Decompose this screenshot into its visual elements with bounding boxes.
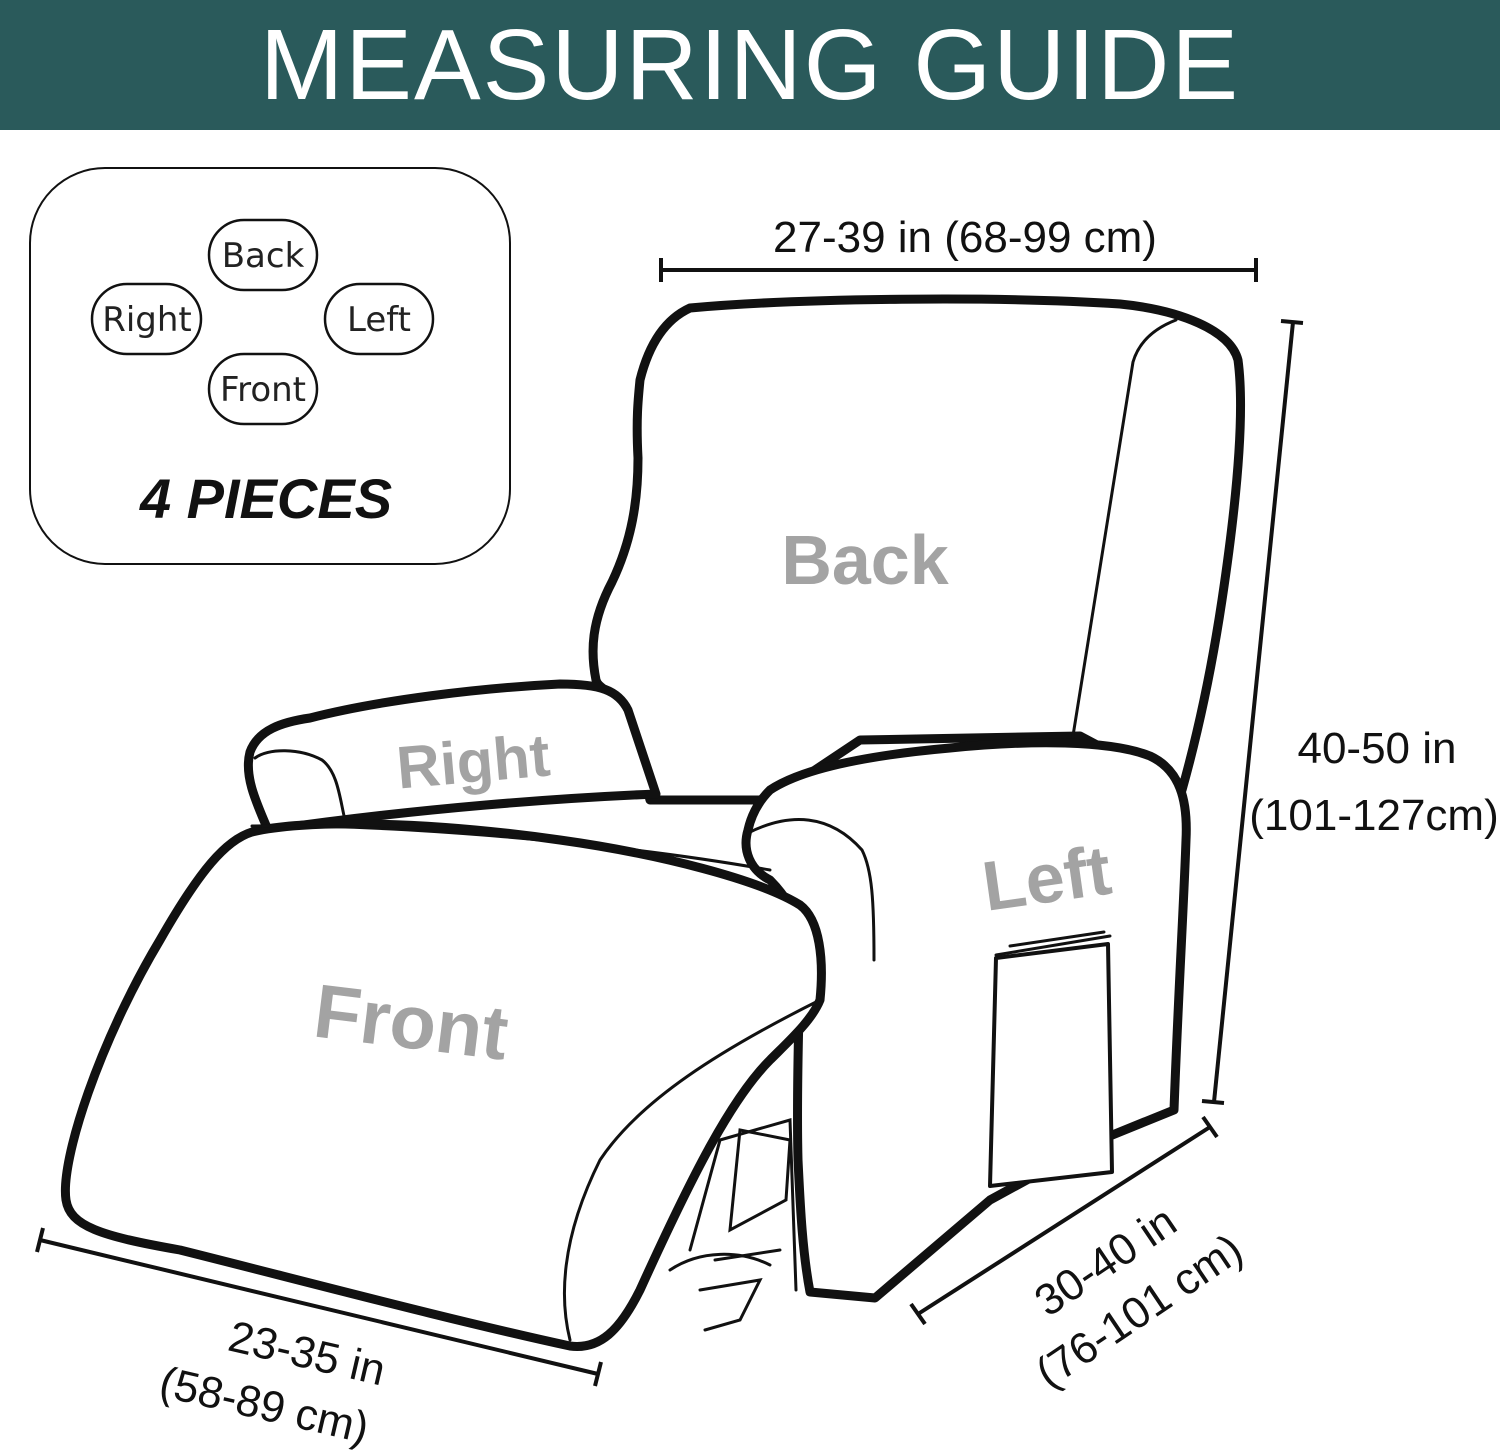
width-dimension-label: 27-39 in (68-99 cm) xyxy=(773,213,1157,262)
back-part-label: Back xyxy=(781,521,948,599)
front-footrest-piece xyxy=(60,819,826,1351)
legend-label-left: Left xyxy=(347,300,411,340)
back-piece xyxy=(588,294,1246,805)
left-part-label: Left xyxy=(978,831,1116,926)
footrest-mechanism xyxy=(668,1118,798,1332)
legend-label-right: Right xyxy=(102,300,192,340)
right-armrest-inner-seam xyxy=(253,749,347,822)
legend-label-back: Back xyxy=(222,236,305,276)
height-dimension-label-cm: (101-127cm) xyxy=(1249,791,1498,840)
title-banner: MEASURING GUIDE xyxy=(0,0,1500,130)
legend-box: Back Right Left Front 4 PIECES xyxy=(29,167,511,565)
left-armrest-seam xyxy=(746,818,876,962)
legend-pill-back xyxy=(207,218,319,292)
width-dimension: 27-39 in (68-99 cm) xyxy=(659,213,1258,282)
side-pocket xyxy=(988,930,1114,1188)
right-armrest-piece xyxy=(243,679,661,835)
right-part-label: Right xyxy=(394,722,553,802)
height-dimension: 40-50 in (101-127cm) xyxy=(1201,319,1499,1105)
page-title: MEASURING GUIDE xyxy=(259,9,1241,121)
legend-pill-front xyxy=(207,352,319,426)
front-top-seam xyxy=(250,824,772,872)
height-dimension-label-in: 40-50 in xyxy=(1297,724,1456,773)
front-side-seam xyxy=(562,998,822,1342)
legend-pill-right xyxy=(90,282,203,356)
back-side-seam xyxy=(1070,318,1178,744)
pieces-count-label: 4 PIECES xyxy=(139,467,392,530)
legend-pill-left xyxy=(323,282,435,356)
legend-label-front: Front xyxy=(220,370,306,410)
